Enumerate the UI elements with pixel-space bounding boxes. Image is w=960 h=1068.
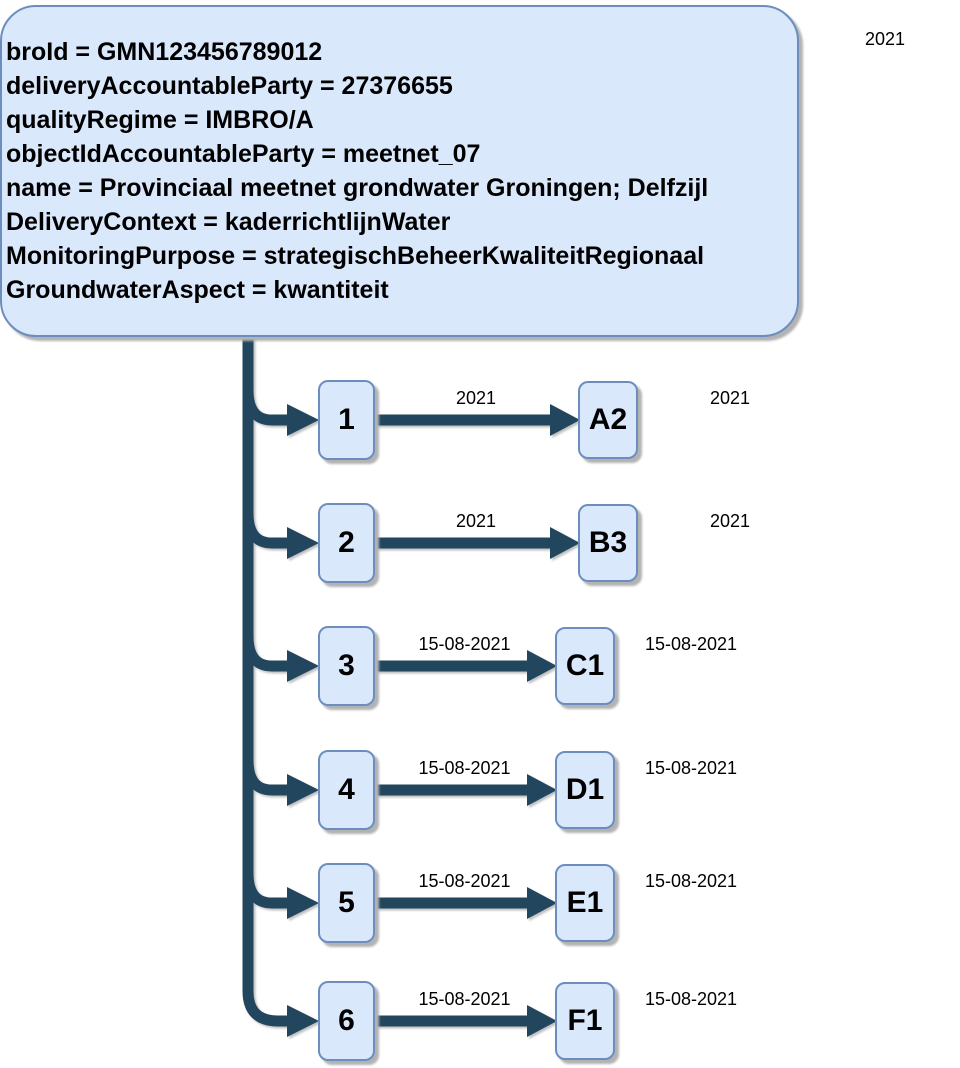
- measuring-point-box-2: 2: [318, 503, 375, 583]
- gmn-attribute-delivery-context: DeliveryContext = kaderrichtlijnWater: [6, 208, 451, 236]
- row-date-label-3: 15-08-2021: [644, 634, 738, 654]
- edge-arrowhead-4: [527, 774, 557, 806]
- branch-line-3: [242, 635, 288, 672]
- edge-date-label-3: 15-08-2021: [418, 634, 511, 654]
- gmn-attribute-name: name = Provinciaal meetnet grondwater Gr…: [6, 174, 709, 202]
- monitoring-tube-box-2: B3: [578, 504, 638, 582]
- gmn-attribute-delivery-accountable-party: deliveryAccountableParty = 27376655: [6, 72, 453, 100]
- branch-line-4: [242, 759, 288, 796]
- branch-arrowhead-3: [287, 650, 319, 682]
- trunk-line: [242, 334, 288, 1027]
- row-date-label-4: 15-08-2021: [644, 758, 738, 778]
- gmn-attribute-broid: broId = GMN123456789012: [6, 38, 323, 66]
- branch-arrowhead-5: [287, 887, 319, 919]
- row-date-label-1: 2021: [709, 388, 751, 408]
- measuring-point-row-4: 4 15-08-2021 D1 15-08-2021: [0, 750, 960, 836]
- measuring-point-row-6: 6 15-08-2021 F1 15-08-2021: [0, 981, 960, 1067]
- edge-date-label-4: 15-08-2021: [418, 758, 511, 778]
- monitoring-tube-box-6: F1: [555, 982, 615, 1060]
- edge-date-label-1: 2021: [455, 388, 497, 408]
- monitoring-tube-box-5: E1: [555, 864, 615, 942]
- edge-arrowhead-1: [550, 404, 580, 436]
- measuring-point-row-2: 2 2021 B3 2021: [0, 503, 960, 589]
- measuring-point-box-5: 5: [318, 863, 375, 943]
- measuring-point-row-1: 1 2021 A2 2021: [0, 380, 960, 466]
- edge-arrowhead-3: [527, 650, 557, 682]
- measuring-point-box-3: 3: [318, 626, 375, 706]
- branch-line-5: [242, 872, 288, 909]
- edge-arrowhead-2: [550, 527, 580, 559]
- branch-line-2: [242, 512, 288, 549]
- measuring-point-row-3: 3 15-08-2021 C1 15-08-2021: [0, 626, 960, 712]
- gmn-attribute-quality-regime: qualityRegime = IMBRO/A: [6, 106, 314, 134]
- branch-arrowhead-4: [287, 774, 319, 806]
- measuring-point-row-5: 5 15-08-2021 E1 15-08-2021: [0, 863, 960, 949]
- row-date-label-2: 2021: [709, 511, 751, 531]
- gmn-attribute-monitoring-purpose: MonitoringPurpose = strategischBeheerKwa…: [6, 242, 705, 270]
- gmn-attribute-groundwater-aspect: GroundwaterAspect = kwantiteit: [6, 276, 389, 304]
- edge-date-label-6: 15-08-2021: [418, 989, 511, 1009]
- edge-date-label-2: 2021: [455, 511, 497, 531]
- monitoring-tube-box-1: A2: [578, 381, 638, 459]
- edge-arrowhead-6: [527, 1005, 557, 1037]
- branch-arrowhead-2: [287, 527, 319, 559]
- row-date-label-6: 15-08-2021: [644, 989, 738, 1009]
- branch-arrowhead-6: [287, 1005, 319, 1037]
- root-year-label: 2021: [864, 29, 906, 49]
- measuring-point-box-6: 6: [318, 981, 375, 1061]
- row-date-label-5: 15-08-2021: [644, 871, 738, 891]
- edge-arrowhead-5: [527, 887, 557, 919]
- branch-arrowhead-1: [287, 404, 319, 436]
- edge-date-label-5: 15-08-2021: [418, 871, 511, 891]
- measuring-point-box-4: 4: [318, 750, 375, 830]
- gmn-root-box: broId = GMN123456789012 deliveryAccounta…: [0, 5, 799, 337]
- branch-line-1: [242, 389, 288, 426]
- monitoring-tube-box-3: C1: [555, 627, 615, 705]
- measuring-point-box-1: 1: [318, 380, 375, 460]
- gmn-attribute-object-id: objectIdAccountableParty = meetnet_07: [6, 140, 481, 168]
- monitoring-tube-box-4: D1: [555, 751, 615, 829]
